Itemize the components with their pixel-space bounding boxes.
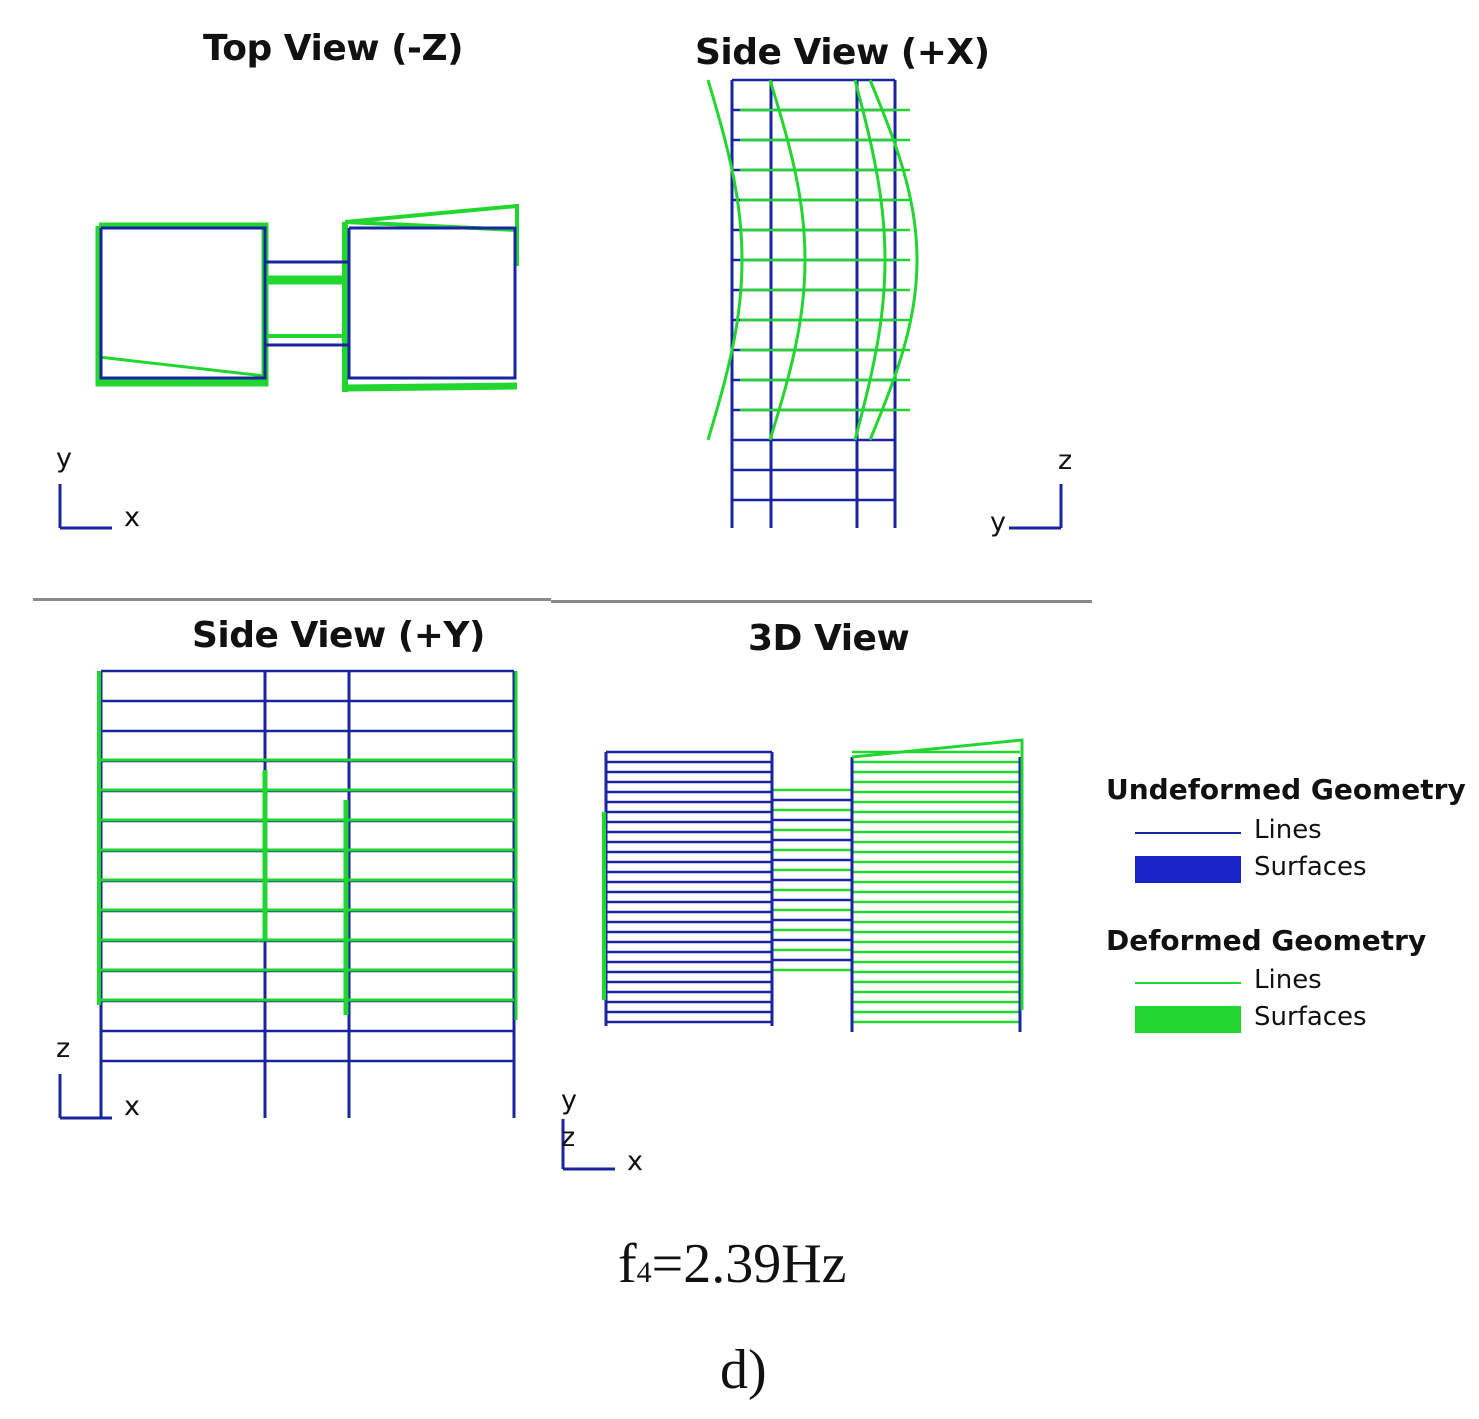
top-view-drawing [95,203,519,392]
legend-undeformed-line-swatch [1135,832,1241,834]
sidey-axis-z-label: z [56,1033,71,1064]
3d-axis-y-label: y [561,1085,577,1116]
3d-axis-z-label: z [561,1122,576,1153]
undeformed-block-right [347,226,517,380]
3d-view-drawing [602,738,1024,1032]
top-view-title: Top View (-Z) [203,28,464,69]
legend-undeformed-lines-label: Lines [1254,815,1322,845]
top-axis-y-label: y [56,443,72,474]
side-view-y-drawing [97,669,518,1118]
divider-right [551,600,1092,603]
sidey-axis-x-label: x [124,1091,140,1122]
legend-deformed-surfaces-label: Surfaces [1254,1002,1367,1032]
legend-undeformed-surface-swatch [1135,856,1241,883]
frequency-symbol: f [618,1233,637,1295]
top-axis-x-label: x [124,502,140,533]
legend-deformed-surface-swatch [1135,1006,1241,1033]
axis-triads [58,484,1063,1171]
legend-deformed-line-swatch [1135,982,1241,984]
deformed-edge-right-bottom [344,382,518,392]
legend-undeformed-title: Undeformed Geometry [1106,773,1466,806]
frequency-value: =2.39Hz [651,1233,847,1295]
deformed-block-left [95,222,269,387]
mode-index: 4 [636,1256,652,1289]
deformed-diagonal [98,355,266,378]
side-view-y-title: Side View (+Y) [192,615,485,656]
frequency-caption: f4=2.39Hz [618,1232,847,1296]
legend-undeformed-surfaces-label: Surfaces [1254,852,1367,882]
deformed-outline-right [851,738,1024,1010]
legend-deformed-lines-label: Lines [1254,965,1322,995]
subfigure-label: d) [720,1339,767,1401]
3d-view-title: 3D View [748,618,910,659]
side-view-x-title: Side View (+X) [695,32,990,73]
legend-deformed-title: Deformed Geometry [1106,924,1427,957]
deformed-edge-right-top [344,203,519,266]
3d-axis-x-label: x [627,1146,643,1177]
divider-left [33,598,551,601]
undeformed-block-left [99,226,267,380]
side-view-x-drawing [706,78,919,528]
sidex-axis-z-label: z [1058,445,1073,476]
sidex-axis-y-label: y [990,507,1006,538]
